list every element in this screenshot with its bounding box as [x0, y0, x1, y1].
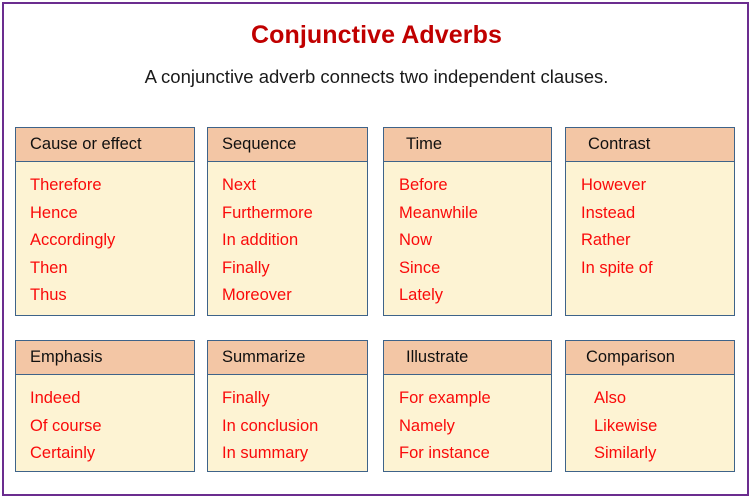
list-item: Indeed: [30, 389, 81, 407]
card-header-label: Contrast: [566, 128, 734, 162]
list-item: Moreover: [222, 286, 292, 304]
card-header-label: Cause or effect: [16, 128, 194, 162]
list-item: In addition: [222, 231, 299, 249]
page-title: Conjunctive Adverbs: [250, 21, 503, 49]
list-item: Meanwhile: [399, 203, 478, 222]
card-item-list: Indeed Of course Certainly: [16, 375, 194, 468]
card-header-label: Emphasis: [16, 341, 194, 375]
list-item: Lately: [399, 286, 444, 304]
list-item: Accordingly: [30, 231, 116, 249]
category-card-sequence: Sequence Next Furthermore In addition Fi…: [207, 127, 368, 316]
card-item-list: For example Namely For instance: [384, 375, 551, 468]
list-item: Likewise: [594, 416, 658, 435]
list-item: In spite of: [581, 258, 653, 277]
poster-header: Conjunctive Adverbs A conjunctive adverb…: [0, 0, 753, 87]
list-item: Finally: [222, 258, 270, 277]
card-item-list: Next Furthermore In addition Finally Mor…: [208, 162, 367, 310]
card-header-label: Summarize: [208, 341, 367, 375]
list-item: Of course: [30, 416, 102, 435]
list-item: Therefore: [30, 176, 102, 194]
category-card-time: Time Before Meanwhile Now Since Lately: [383, 127, 552, 316]
list-item: Certainly: [30, 444, 96, 462]
list-item: Before: [399, 176, 448, 194]
page-subtitle: A conjunctive adverb connects two indepe…: [144, 65, 609, 87]
list-item: In summary: [222, 444, 309, 462]
list-item: Similarly: [594, 444, 657, 462]
list-item: Then: [30, 258, 68, 277]
list-item: However: [581, 176, 647, 194]
card-item-list: Finally In conclusion In summary: [208, 375, 367, 468]
category-card-illustrate: Illustrate For example Namely For instan…: [383, 340, 552, 472]
list-item: Hence: [30, 203, 78, 222]
list-item: Thus: [30, 286, 67, 304]
list-item: Rather: [581, 231, 631, 249]
category-card-comparison: Comparison Also Likewise Similarly: [565, 340, 735, 472]
card-item-list: Therefore Hence Accordingly Then Thus: [16, 162, 194, 310]
card-item-list: Also Likewise Similarly: [566, 375, 734, 468]
category-card-cause-or-effect: Cause or effect Therefore Hence Accordin…: [15, 127, 195, 316]
card-item-list: However Instead Rather In spite of: [566, 162, 734, 282]
card-header-label: Illustrate: [384, 341, 551, 375]
list-item: Now: [399, 231, 433, 249]
list-item: In conclusion: [222, 416, 319, 435]
card-header-label: Sequence: [208, 128, 367, 162]
list-item: Instead: [581, 203, 636, 222]
category-card-contrast: Contrast However Instead Rather In spite…: [565, 127, 735, 316]
card-header-label: Time: [384, 128, 551, 162]
card-header-label: Comparison: [566, 341, 734, 375]
list-item: Since: [399, 258, 441, 277]
list-item: For instance: [399, 444, 490, 462]
category-card-emphasis: Emphasis Indeed Of course Certainly: [15, 340, 195, 472]
list-item: Next: [222, 176, 256, 194]
list-item: Namely: [399, 416, 455, 435]
category-card-summarize: Summarize Finally In conclusion In summa…: [207, 340, 368, 472]
list-item: Also: [594, 389, 627, 407]
list-item: For example: [399, 389, 491, 407]
list-item: Furthermore: [222, 203, 313, 222]
list-item: Finally: [222, 389, 270, 407]
card-item-list: Before Meanwhile Now Since Lately: [384, 162, 551, 310]
